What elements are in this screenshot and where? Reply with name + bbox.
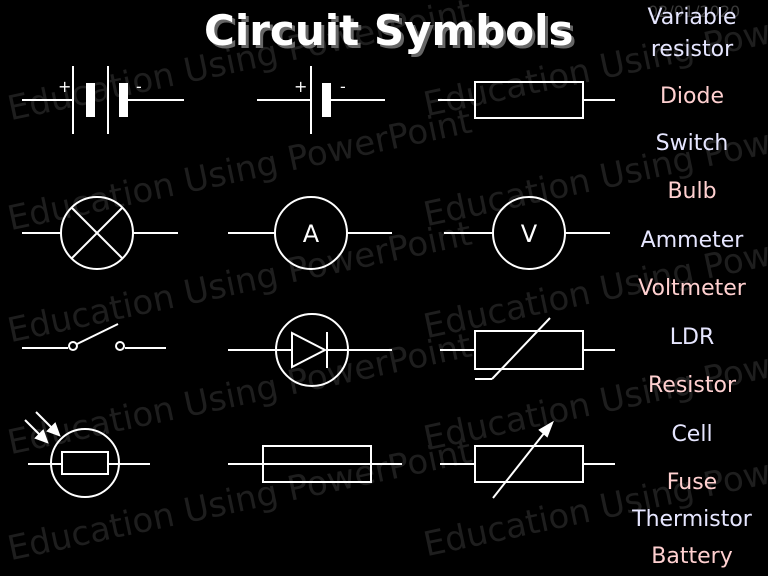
battery-plus-sign: + <box>58 77 71 96</box>
label-resistor: Resistor <box>648 373 736 398</box>
fuse-symbol <box>228 445 402 483</box>
page-title: Circuit Symbols <box>204 6 574 55</box>
cell-symbol: + - <box>257 66 385 134</box>
slide-date: 02/01/2020 <box>648 2 741 21</box>
label-fuse: Fuse <box>666 470 718 495</box>
label-cell: Cell <box>671 422 713 447</box>
voltmeter-letter: V <box>521 220 538 248</box>
diode-symbol <box>228 313 392 387</box>
bulb-symbol <box>22 196 178 270</box>
ammeter-letter: A <box>303 220 320 248</box>
variable-resistor-symbol <box>440 420 615 499</box>
label-resistor-line2: resistor <box>650 37 734 62</box>
cell-minus-sign: - <box>340 77 346 96</box>
label-voltmeter: Voltmeter <box>638 276 746 301</box>
ldr-symbol <box>24 411 150 498</box>
label-variable: Variable <box>647 5 737 30</box>
label-switch: Switch <box>655 131 729 156</box>
thermistor-symbol <box>440 317 615 380</box>
label-diode: Diode <box>659 84 724 109</box>
ammeter-symbol: A <box>228 196 392 270</box>
battery-minus-sign: - <box>136 77 142 96</box>
label-ammeter: Ammeter <box>640 228 744 253</box>
battery-symbol: + - <box>22 66 184 134</box>
switch-symbol <box>22 323 166 351</box>
label-ldr: LDR <box>669 325 715 350</box>
resistor-symbol <box>438 81 615 119</box>
label-battery: Battery <box>651 544 733 569</box>
label-thermistor: Thermistor <box>632 507 752 532</box>
voltmeter-symbol: V <box>444 196 610 270</box>
cell-plus-sign: + <box>294 77 307 96</box>
label-bulb: Bulb <box>667 179 717 204</box>
